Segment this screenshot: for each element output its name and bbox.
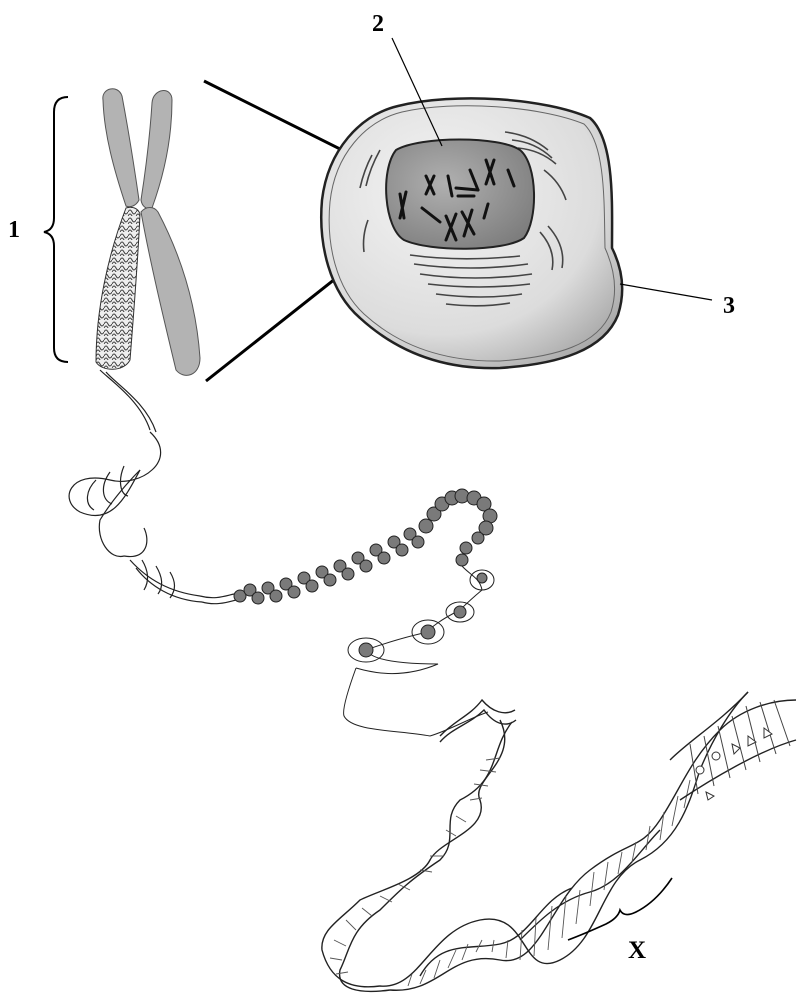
solenoid-fiber: [234, 489, 497, 604]
bracket-1: [44, 97, 68, 362]
nucleus: [386, 140, 534, 249]
label-2: 2: [372, 12, 384, 36]
cell: [321, 38, 622, 368]
chromatin-fiber: [69, 370, 236, 604]
label-x: X: [628, 938, 646, 963]
chromosome: [96, 89, 200, 376]
nucleosomes: [359, 573, 487, 657]
pointer-3: [620, 284, 712, 300]
bracket-x: [568, 878, 672, 940]
label-1: 1: [8, 218, 20, 242]
dna-double-helix: [322, 692, 796, 991]
label-3: 3: [723, 294, 735, 318]
